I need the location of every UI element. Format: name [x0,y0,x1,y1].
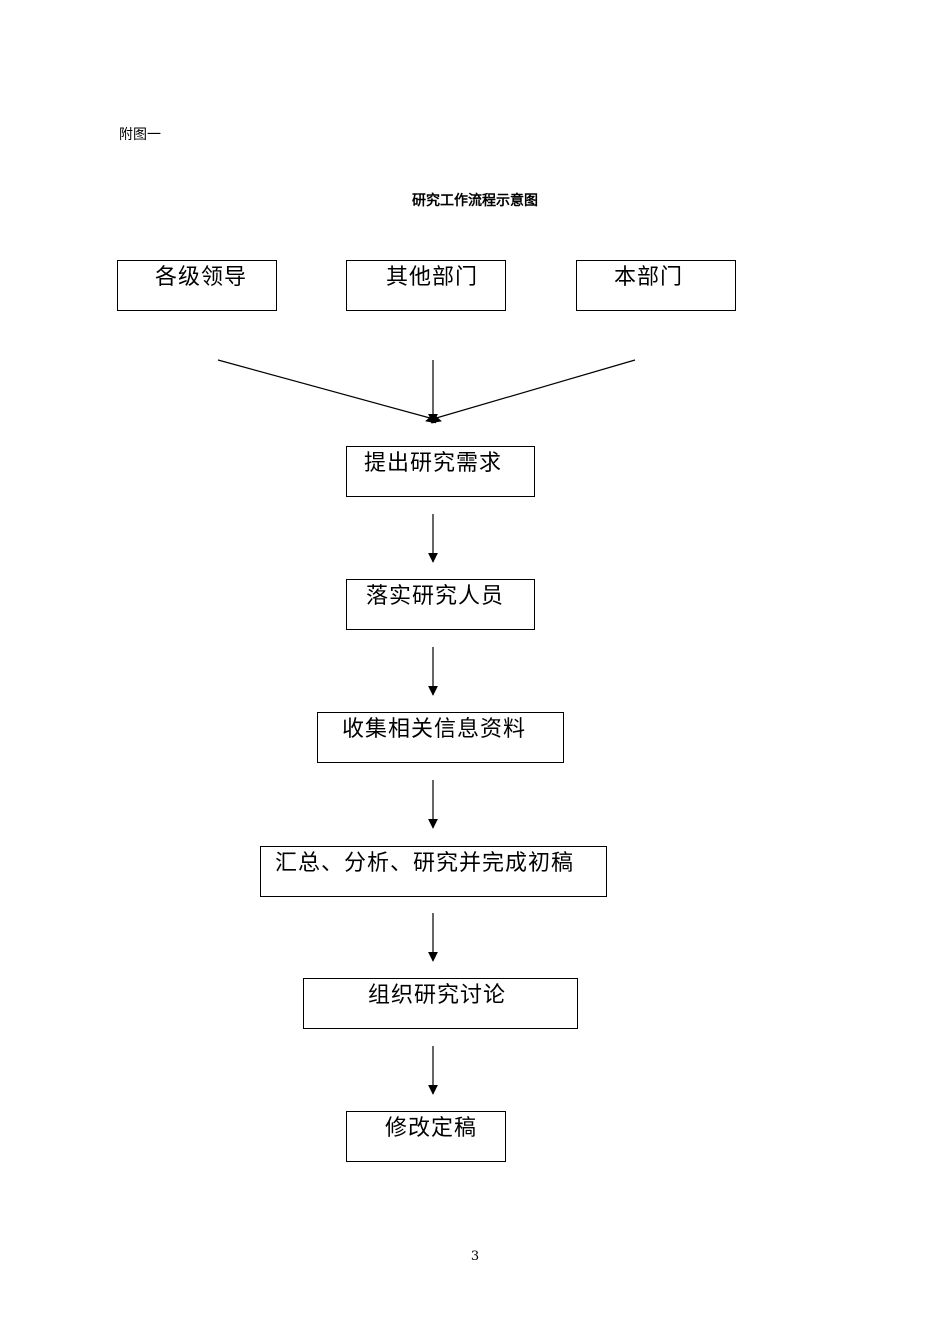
step-node-organize-discussion: 组织研究讨论 [303,978,578,1029]
appendix-label: 附图一 [119,127,161,143]
step-node-summarize-draft: 汇总、分析、研究并完成初稿 [260,846,607,897]
arrow-this-dept-to-propose [425,359,636,424]
step-node-propose-needs: 提出研究需求 [346,446,535,497]
arrow-leaders-to-propose [217,359,442,424]
step-node-revise-finalize: 修改定稿 [346,1111,506,1162]
source-node-this-dept: 本部门 [576,260,736,311]
page-number: 3 [470,1249,480,1264]
diagram-title: 研究工作流程示意图 [412,193,538,209]
step-node-collect-info: 收集相关信息资料 [317,712,564,763]
source-node-other-depts: 其他部门 [346,260,506,311]
step-node-assign-staff: 落实研究人员 [346,579,535,630]
source-node-leaders: 各级领导 [117,260,277,311]
